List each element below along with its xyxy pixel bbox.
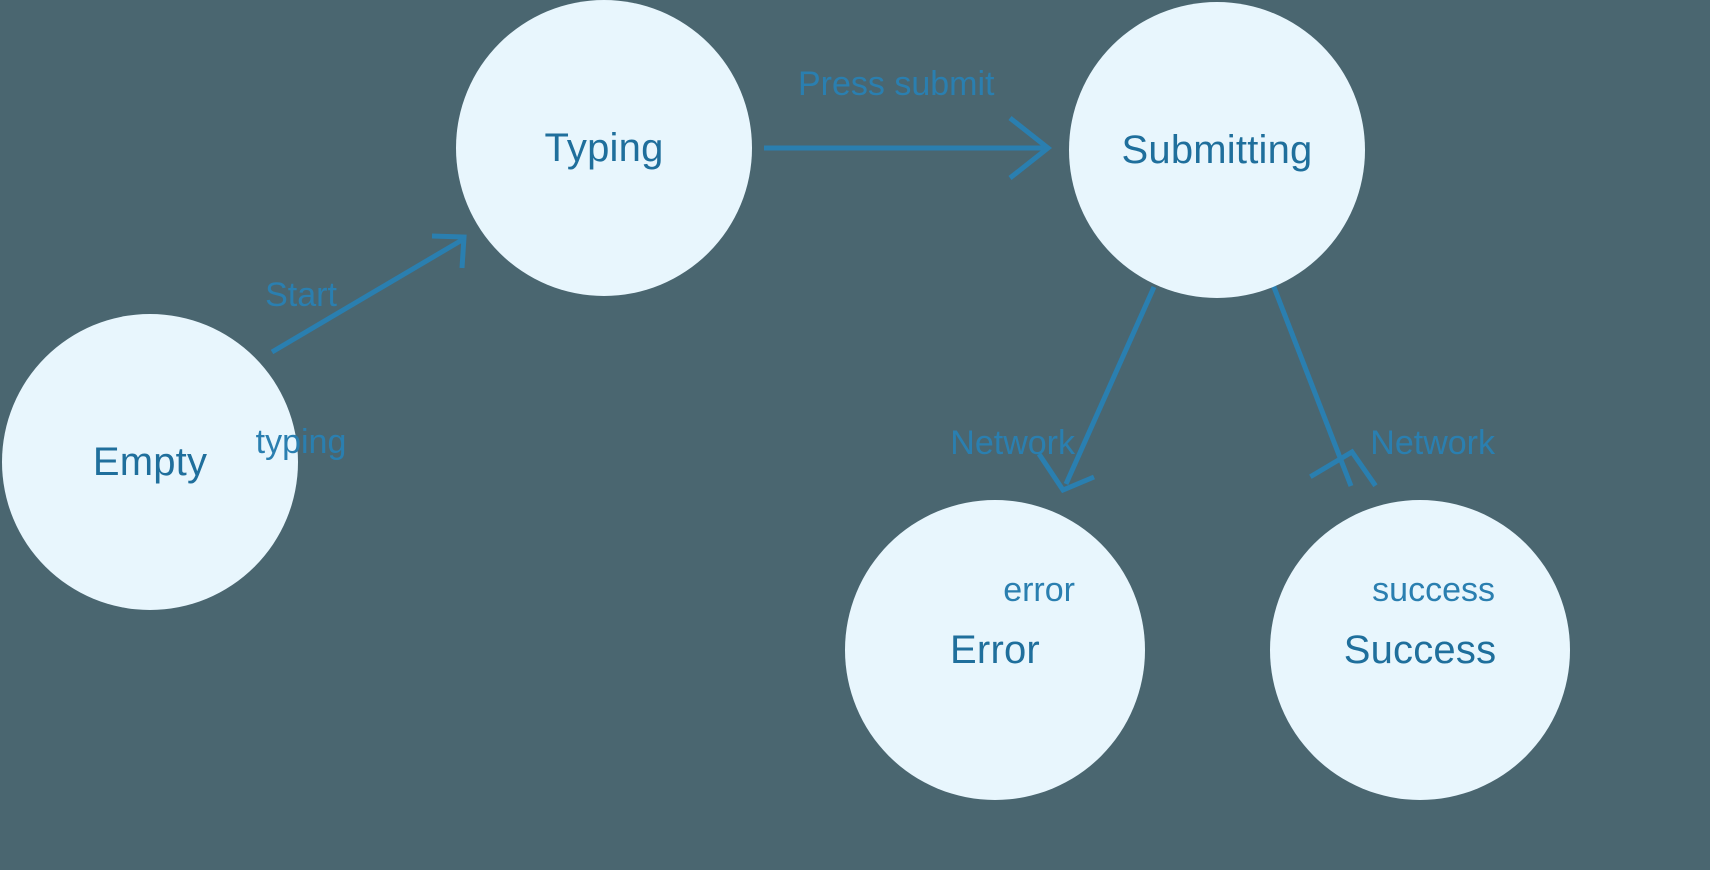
edge-label-start-typing-line2: typing [255,423,347,462]
edge-label-network-success-line2: success [1372,571,1495,610]
node-error[interactable]: Error [845,500,1145,800]
node-typing[interactable]: Typing [456,0,752,296]
edge-submitting-to-error [1036,285,1157,494]
node-empty[interactable]: Empty [2,314,298,610]
node-label-success: Success [1343,628,1497,672]
node-label-typing: Typing [544,126,664,170]
edge-submitting-to-success [1269,281,1378,488]
node-label-error: Error [950,628,1040,672]
edge-empty-to-typing [270,233,467,355]
edge-label-network-success-line1: Network [1370,423,1495,462]
edge-label-start-typing-line1: Start [265,275,337,314]
edge-label-start-typing: Start typing [236,172,366,566]
edge-label-network-error-line1: Network [950,423,1075,462]
node-label-submitting: Submitting [1121,128,1313,172]
edge-label-network-error: Network error [855,320,1075,714]
node-submitting[interactable]: Submitting [1069,2,1365,298]
edge-label-network-error-line2: error [1003,571,1075,610]
edge-label-press-submit-line1: Press submit [798,65,995,103]
node-success[interactable]: Success [1270,500,1570,800]
node-label-empty: Empty [92,440,208,484]
edge-label-press-submit: Press submit [798,60,995,109]
edge-label-network-success: Network success [1275,320,1495,714]
edge-typing-to-submitting [764,116,1053,180]
